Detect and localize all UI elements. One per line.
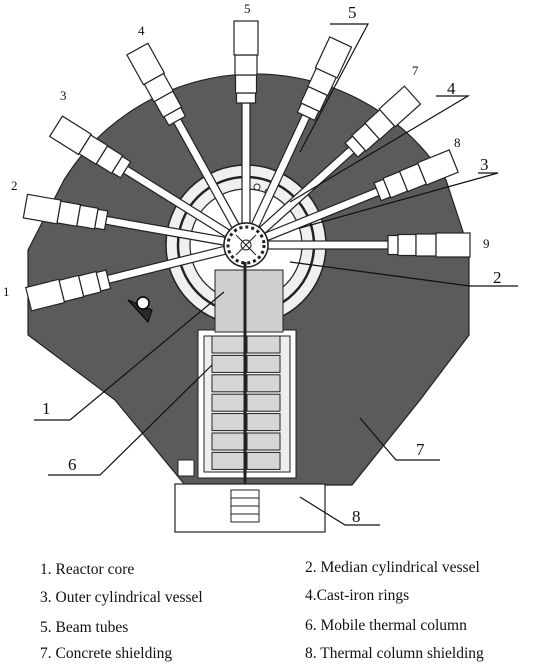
column-block xyxy=(211,335,246,354)
port-number-8: 8 xyxy=(454,135,461,150)
beam-tube-5 xyxy=(233,20,259,224)
reactor-core xyxy=(223,222,269,268)
column-block xyxy=(246,335,281,354)
beam-tube-4 xyxy=(126,42,240,229)
column-block xyxy=(246,432,281,451)
legend-item-concrete-shielding: 7. Concrete shielding xyxy=(40,645,173,662)
legend-item-reactor-core: 1. Reactor core xyxy=(40,561,135,578)
column-block xyxy=(246,413,281,432)
column-block xyxy=(211,451,246,470)
column-base-steps xyxy=(230,489,260,523)
access-symbol xyxy=(127,296,153,323)
port-number-2: 2 xyxy=(11,178,18,193)
port-number-9: 9 xyxy=(483,236,490,251)
callout-3: 3 xyxy=(480,155,489,174)
column-block xyxy=(211,393,246,412)
callout-6: 6 xyxy=(68,455,77,474)
column-block xyxy=(246,451,281,470)
beam-tube-8 xyxy=(264,149,459,242)
legend-item-beam-tubes: 5. Beam tubes xyxy=(40,619,129,636)
callout-7: 7 xyxy=(416,440,425,459)
callout-2: 2 xyxy=(493,268,502,287)
small-block xyxy=(177,459,195,477)
legend-item-median-vessel: 2. Median cylindrical vessel xyxy=(305,559,480,576)
beam-tubes xyxy=(22,20,471,312)
port-number-7: 7 xyxy=(412,63,419,78)
column-block xyxy=(211,432,246,451)
callout-4: 4 xyxy=(447,79,456,98)
column-block xyxy=(246,374,281,393)
beam-tube-5b xyxy=(250,36,353,228)
callout-1: 1 xyxy=(42,399,51,418)
callout-8: 8 xyxy=(352,507,361,526)
beam-tube-1 xyxy=(25,245,227,312)
port-number-5: 5 xyxy=(244,1,251,16)
mobile-thermal-column xyxy=(197,262,297,520)
beam-tube-7 xyxy=(258,85,422,235)
callout-leaders xyxy=(34,23,518,526)
legend-item-cast-iron-rings: 4.Cast-iron rings xyxy=(305,587,410,604)
legend-item-outer-vessel: 3. Outer cylindrical vessel xyxy=(40,589,203,606)
port-number-4: 4 xyxy=(138,23,145,38)
beam-tube-3 xyxy=(48,115,231,238)
beam-tube-2 xyxy=(22,193,226,246)
beam-tube-9 xyxy=(267,232,471,258)
callout-5: 5 xyxy=(348,3,357,22)
column-block xyxy=(211,374,246,393)
column-block xyxy=(211,354,246,373)
legend-item-thermal-column-shielding: 8. Thermal column shielding xyxy=(305,645,484,662)
column-block xyxy=(211,413,246,432)
port-number-1: 1 xyxy=(3,284,10,299)
column-block xyxy=(246,393,281,412)
legend-item-mobile-thermal-column: 6. Mobile thermal column xyxy=(305,617,467,634)
column-block xyxy=(246,354,281,373)
vessel-port-marker xyxy=(253,183,261,191)
port-number-3: 3 xyxy=(60,88,67,103)
legend: 1. Reactor core 2. Median cylindrical ve… xyxy=(0,552,533,666)
